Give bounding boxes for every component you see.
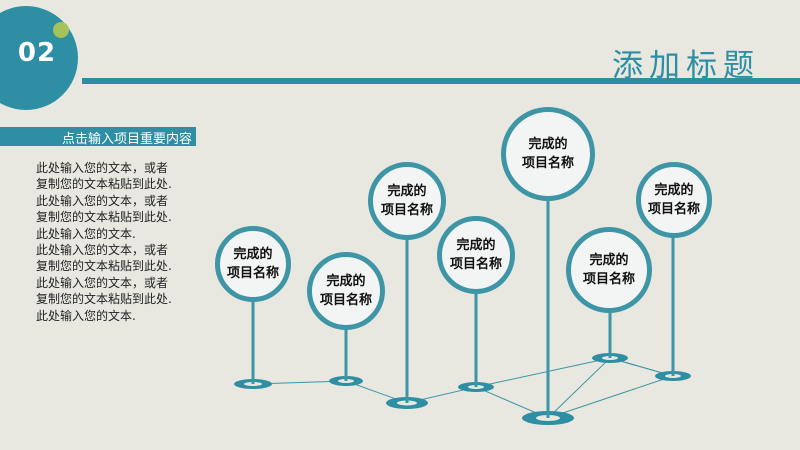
pin-head: 完成的 项目名称 <box>501 107 595 201</box>
pin-label: 完成的 项目名称 <box>582 253 635 287</box>
pin-label: 完成的 项目名称 <box>521 137 574 171</box>
pin-label: 完成的 项目名称 <box>226 247 279 281</box>
pin-bases <box>234 353 691 425</box>
pin-head: 完成的 项目名称 <box>636 162 712 238</box>
subtitle-bar <box>0 127 196 146</box>
section-number: 02 <box>17 38 57 68</box>
subtitle: 点击输入项目重要内容 <box>61 132 192 147</box>
pin-label: 完成的 项目名称 <box>449 238 502 272</box>
pin-head: 完成的 项目名称 <box>215 226 291 302</box>
pin-stems <box>251 190 675 418</box>
pin-head: 完成的 项目名称 <box>368 162 446 240</box>
pin-head: 完成的 项目名称 <box>566 227 652 313</box>
pin-label: 完成的 项目名称 <box>319 274 372 308</box>
body-text: 此处输入您的文本，或者 复制您的文本粘贴到此处. 此处输入您的文本，或者 复制您… <box>36 161 172 323</box>
pin-label: 完成的 项目名称 <box>380 184 433 218</box>
pin-head: 完成的 项目名称 <box>307 252 385 330</box>
pin-head: 完成的 项目名称 <box>437 216 515 294</box>
pin-label: 完成的 项目名称 <box>647 183 700 217</box>
decor-dot <box>53 22 69 38</box>
title-underline <box>82 78 800 84</box>
